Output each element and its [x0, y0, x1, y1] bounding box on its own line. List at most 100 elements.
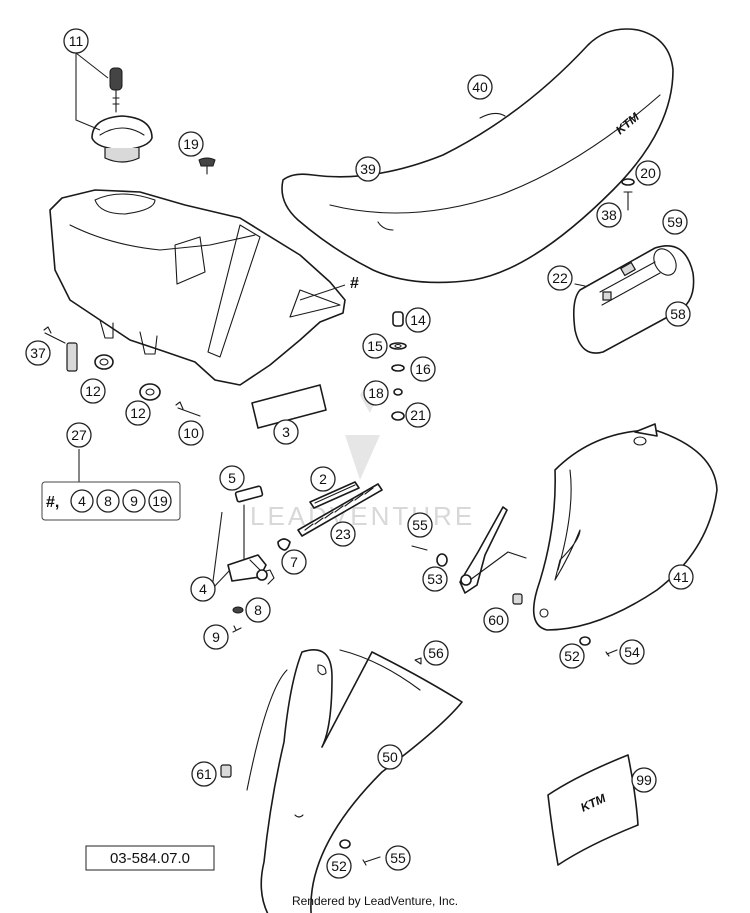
svg-text:27: 27: [71, 427, 87, 443]
callout-23[interactable]: 23: [330, 521, 356, 547]
kit-prefix: #,: [46, 494, 59, 511]
svg-text:58: 58: [670, 306, 686, 322]
fuel-tank[interactable]: [49, 189, 346, 386]
callout-5[interactable]: 5: [219, 465, 245, 491]
seat[interactable]: KTM: [281, 28, 674, 284]
callout-37[interactable]: 37: [25, 340, 51, 366]
callout-3[interactable]: 3: [273, 419, 299, 445]
svg-text:5: 5: [228, 470, 236, 486]
svg-text:38: 38: [601, 207, 617, 223]
right-side-panel[interactable]: [532, 423, 718, 631]
callout-16[interactable]: 16: [410, 356, 436, 382]
callout-60[interactable]: 60: [483, 607, 509, 633]
callout-38[interactable]: 38: [596, 202, 622, 228]
callout-61[interactable]: 61: [191, 761, 217, 787]
callout-52-upper[interactable]: 52: [559, 643, 585, 669]
kit-item-8[interactable]: 8: [96, 489, 120, 513]
callout-7[interactable]: 7: [281, 549, 307, 575]
callout-39[interactable]: 39: [355, 156, 381, 182]
fuel-hose[interactable]: [297, 481, 383, 537]
fuel-tap[interactable]: [227, 485, 291, 633]
kit-item-9[interactable]: 9: [122, 489, 146, 513]
callout-11[interactable]: 11: [63, 28, 89, 54]
svg-text:10: 10: [183, 425, 199, 441]
svg-text:60: 60: [488, 612, 504, 628]
kit-item-19[interactable]: 19: [148, 489, 172, 513]
callout-55-lower[interactable]: 55: [385, 845, 411, 871]
seat-hardware: [621, 178, 635, 211]
svg-text:99: 99: [636, 772, 652, 788]
svg-text:4: 4: [78, 493, 86, 509]
svg-text:7: 7: [290, 554, 298, 570]
svg-text:12: 12: [85, 383, 101, 399]
callout-58[interactable]: 58: [665, 301, 691, 327]
svg-text:52: 52: [564, 648, 580, 664]
callout-14[interactable]: 14: [405, 307, 431, 333]
svg-text:61: 61: [196, 766, 212, 782]
leader-4: [211, 511, 231, 590]
kit-item-4[interactable]: 4: [70, 489, 94, 513]
svg-text:15: 15: [367, 338, 383, 354]
callout-18[interactable]: 18: [363, 380, 389, 406]
callout-12-lower[interactable]: 12: [125, 400, 151, 426]
svg-text:53: 53: [427, 571, 443, 587]
svg-text:56: 56: [428, 645, 444, 661]
callout-52-lower[interactable]: 52: [326, 853, 352, 879]
callout-9[interactable]: 9: [203, 624, 229, 650]
svg-text:41: 41: [673, 569, 689, 585]
svg-text:23: 23: [335, 526, 351, 542]
credit-text: Rendered by LeadVenture, Inc.: [292, 894, 458, 908]
callout-53[interactable]: 53: [422, 566, 448, 592]
callout-22[interactable]: 22: [547, 265, 573, 291]
diagram-number-box: 03-584.07.0: [85, 845, 215, 871]
svg-text:11: 11: [69, 33, 84, 49]
svg-text:18: 18: [368, 385, 384, 401]
svg-text:19: 19: [183, 136, 199, 152]
callout-99[interactable]: 99: [631, 767, 657, 793]
callout-59[interactable]: 59: [662, 209, 688, 235]
callout-20[interactable]: 20: [635, 160, 661, 186]
svg-text:37: 37: [30, 345, 46, 361]
callout-56[interactable]: 56: [423, 640, 449, 666]
tank-hash-text: #: [350, 275, 359, 292]
callout-15[interactable]: 15: [362, 333, 388, 359]
tool-bag[interactable]: [573, 245, 695, 354]
svg-text:54: 54: [624, 644, 640, 660]
svg-text:8: 8: [254, 602, 262, 618]
svg-text:40: 40: [472, 79, 488, 95]
svg-text:52: 52: [331, 858, 347, 874]
fuel-cap-and-key[interactable]: [91, 67, 153, 163]
callout-54[interactable]: 54: [619, 639, 645, 665]
svg-text:21: 21: [410, 407, 426, 423]
svg-text:50: 50: [382, 749, 398, 765]
callout-27[interactable]: 27: [66, 422, 92, 448]
svg-text:22: 22: [552, 270, 568, 286]
left-side-panel[interactable]: [246, 649, 463, 913]
svg-text:4: 4: [199, 581, 207, 597]
svg-text:12: 12: [130, 405, 146, 421]
svg-text:8: 8: [104, 493, 112, 509]
svg-text:20: 20: [640, 165, 656, 181]
svg-text:19: 19: [152, 493, 168, 509]
callout-10[interactable]: 10: [178, 420, 204, 446]
callout-19[interactable]: 19: [178, 131, 204, 157]
callout-21[interactable]: 21: [405, 402, 431, 428]
svg-text:3: 3: [282, 424, 290, 440]
callout-40[interactable]: 40: [467, 74, 493, 100]
callout-4[interactable]: 4: [190, 576, 216, 602]
svg-text:14: 14: [410, 312, 426, 328]
callout-8[interactable]: 8: [245, 597, 271, 623]
side-bracket[interactable]: [411, 506, 527, 594]
svg-text:55: 55: [390, 850, 406, 866]
leader-11: [75, 52, 109, 131]
svg-text:9: 9: [130, 493, 138, 509]
ktm-sticker[interactable]: KTM: [547, 754, 639, 866]
callout-12-upper[interactable]: 12: [80, 378, 106, 404]
callout-55-upper[interactable]: 55: [407, 512, 433, 538]
callout-50[interactable]: 50: [377, 744, 403, 770]
callout-41[interactable]: 41: [668, 564, 694, 590]
callout-2[interactable]: 2: [310, 466, 336, 492]
hardware-column: [389, 311, 407, 421]
svg-text:9: 9: [212, 629, 220, 645]
